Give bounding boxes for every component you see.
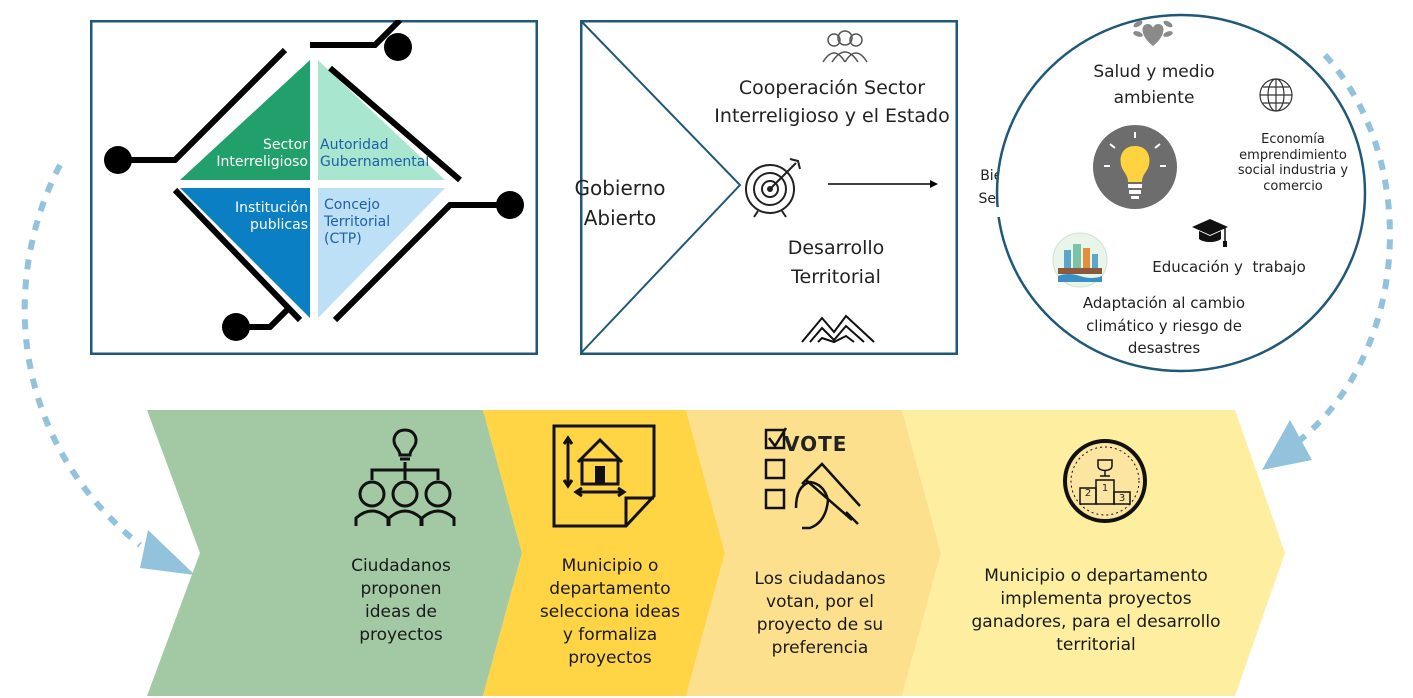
target-icon (745, 158, 801, 218)
quadrant-concejo-territorial (318, 188, 445, 318)
globe-icon (1259, 78, 1293, 112)
node-left (104, 146, 132, 174)
podium-badge-icon: 2 1 3 (1062, 438, 1148, 524)
node-bottom (222, 313, 250, 341)
node-top (384, 33, 412, 61)
right-dashed-arrow (1298, 52, 1393, 443)
label-salud: Salud y medio ambiente (1093, 62, 1215, 109)
step4-chevron (902, 410, 1285, 696)
label-institucion-publicas: Institución publicas (234, 200, 308, 233)
step1-chevron (147, 410, 522, 696)
label-autoridad-gubernamental: Autoridad Gubernamental (320, 137, 430, 170)
step3-chevron (686, 410, 941, 696)
right-arrow-head (1262, 420, 1312, 470)
house-plan-icon (552, 424, 656, 528)
step1-text: Ciudadanos proponen ideas de proyectos (351, 556, 451, 645)
label-gobierno-abierto: Gobierno Abierto (574, 176, 666, 230)
city-climate-icon (1052, 232, 1108, 288)
label-educacion: Educación y trabajo (1152, 258, 1306, 276)
quadrant-diagram: Sector Interreligioso Autoridad Gubernam… (90, 20, 538, 355)
arrow-right-icon (828, 180, 938, 188)
left-arrow-head (140, 530, 195, 575)
node-right (496, 191, 524, 219)
circuit-nodes (104, 33, 524, 341)
graduation-cap-icon (1192, 219, 1228, 247)
quadrant-sector-interreligioso (180, 60, 310, 180)
label-concejo-territorial: Concejo Territorial (CTP) (324, 197, 391, 247)
people-group-icon (822, 30, 868, 63)
vote-label: VOTE (784, 432, 848, 456)
podium-badge-shape (1063, 439, 1147, 523)
step3-text: Los ciudadanos votan, por el proyecto de… (754, 569, 886, 658)
middle-frame (580, 20, 958, 355)
quadrant-autoridad-gubernamental (318, 60, 445, 180)
lightbulb-icon (1093, 125, 1177, 209)
label-adaptacion: Adaptación al cambio climático y riesgo … (1082, 294, 1246, 357)
vote-icon: VOTE (762, 424, 872, 534)
step2-text: Municipio o departamento selecciona idea… (539, 556, 681, 668)
quadrant-frame (90, 20, 538, 355)
step2-chevron (483, 410, 725, 696)
podium-second-label: 2 (1084, 488, 1092, 499)
label-economia: Economía emprendimiento social industria… (1237, 132, 1349, 194)
middle-diagram: Gobierno Abierto Cooperación Sector Inte… (574, 20, 958, 355)
heart-leaves-icon (1133, 20, 1173, 46)
podium-first-label: 1 (1101, 483, 1109, 494)
label-cooperacion: Cooperación Sector Interreligioso y el E… (714, 77, 950, 127)
label-desarrollo-territorial: Desarrollo Territorial (787, 237, 885, 289)
outcomes-circle: Salud y medio ambiente Economía emprendi… (994, 12, 1368, 374)
people-idea-icon (354, 428, 456, 526)
mountains-icon (801, 314, 875, 344)
label-sector-interreligioso: Sector Interreligioso (216, 137, 308, 170)
quadrant-institucion-publicas (180, 188, 310, 318)
step4-text: Municipio o departamento implementa proy… (971, 566, 1221, 655)
vote-checkboxes (764, 427, 861, 530)
quadrant-shapes (104, 20, 524, 341)
podium-third-label: 3 (1118, 493, 1126, 504)
